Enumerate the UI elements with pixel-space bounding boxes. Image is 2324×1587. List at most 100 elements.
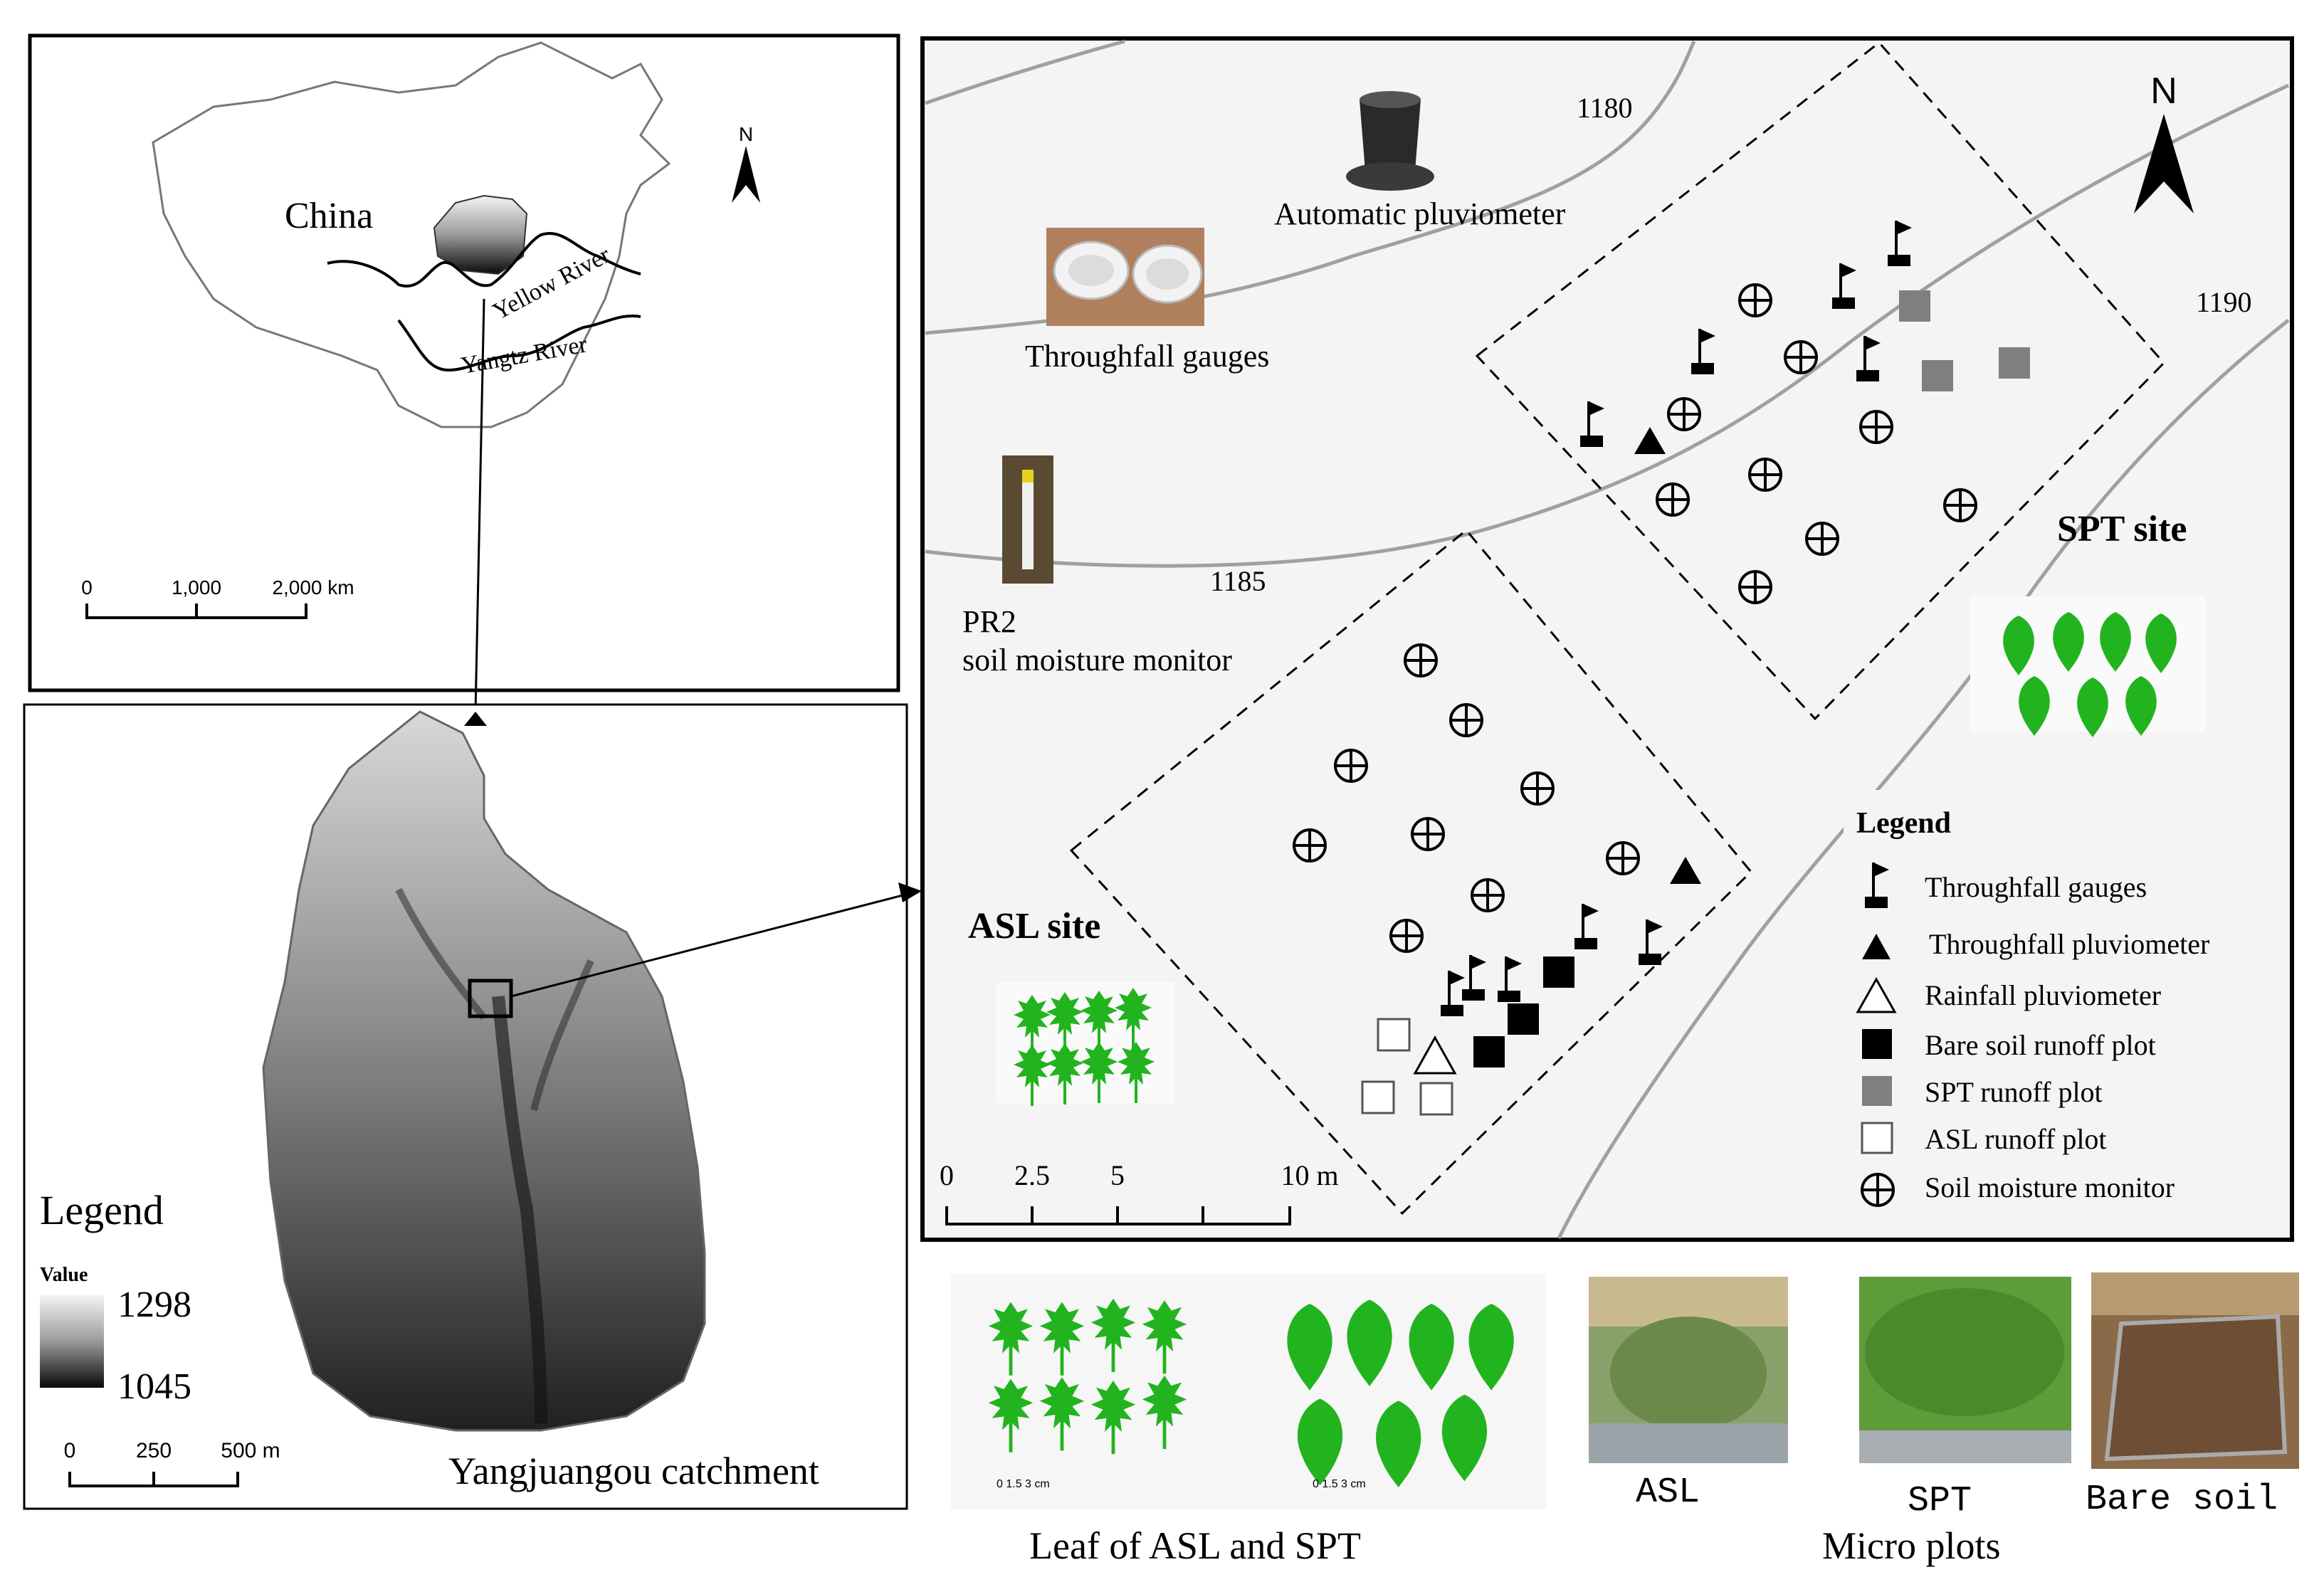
soil-moisture-monitor-icon: [1667, 397, 1701, 431]
svg-text:N: N: [2150, 70, 2177, 112]
value-high: 1298: [117, 1285, 191, 1325]
svg-text:0: 0: [940, 1159, 954, 1191]
site-legend: Legend Throughfall gauges Throughfall pl…: [1844, 790, 2285, 1231]
spt-plot-label: SPT: [1908, 1481, 1972, 1522]
soil-moisture-monitor-icon: [1943, 488, 1977, 522]
soil-moisture-monitor-icon: [1411, 817, 1445, 851]
contour-1180: 1180: [1577, 92, 1633, 124]
soil-moisture-monitor-icon: [1805, 522, 1839, 556]
svg-text:Bare soil runoff plot: Bare soil runoff plot: [1925, 1029, 2156, 1061]
soil-moisture-monitor-icon: [1404, 643, 1438, 677]
pr2-photo: [1002, 455, 1053, 584]
throughfall-gauges-photo: [1046, 228, 1204, 326]
svg-text:2,000 km: 2,000 km: [272, 576, 354, 599]
svg-text:Rainfall pluviometer: Rainfall pluviometer: [1925, 979, 2161, 1011]
soil-moisture-monitor-icon: [1738, 283, 1772, 317]
asl-runoff-plot-icon: [1361, 1080, 1395, 1114]
spt-runoff-plot-icon: [1999, 347, 2030, 379]
rainfall-pluviometer-icon: [1413, 1035, 1457, 1075]
leaf-caption: Leaf of ASL and SPT: [1029, 1524, 1361, 1567]
value-label: Value: [40, 1264, 88, 1286]
soil-moisture-monitor-icon: [1471, 878, 1505, 912]
contour-1190: 1190: [2196, 286, 2252, 318]
site-legend-title: Legend: [1856, 807, 1951, 840]
site-scale-bar: 0 2.5 5 10 m: [940, 1159, 1339, 1225]
asl-leaf-icons: [997, 982, 1174, 1106]
asl-runoff-plot-icon: [1419, 1082, 1453, 1116]
soil-moisture-monitor-icon: [1334, 749, 1368, 783]
value-low: 1045: [117, 1366, 191, 1407]
soil-moisture-monitor-icon: [1859, 410, 1893, 444]
north-arrow-icon: N: [732, 123, 760, 203]
china-map-panel: China Yellow River Yangtz River N 0 1,00…: [28, 33, 900, 712]
elevation-gradient-bar: [40, 1295, 104, 1388]
contour-1185: 1185: [1210, 565, 1266, 597]
svg-text:SPT runoff plot: SPT runoff plot: [1925, 1076, 2103, 1108]
micro-plots-caption: Micro plots: [1822, 1524, 2001, 1567]
soil-moisture-monitor-icon: [1293, 828, 1327, 863]
svg-text:250: 250: [136, 1439, 172, 1462]
svg-text:0: 0: [81, 576, 93, 599]
soil-moisture-monitor-icon: [1784, 340, 1818, 374]
study-area-box: [468, 979, 513, 1018]
spt-runoff-plot-icon: [1922, 360, 1953, 391]
spt-site-boundary: [1475, 41, 2166, 721]
throughfall-pluviometer-icon: [1670, 857, 1701, 884]
catchment-dem: [262, 710, 706, 1432]
soil-moisture-monitor-icon: [1748, 458, 1782, 492]
micro-plots-photos: ASL SPT Bare soil Micro plots: [1589, 1272, 2299, 1567]
catchment-legend-title: Legend: [40, 1187, 164, 1233]
soil-moisture-monitor-icon: [1656, 483, 1690, 517]
site-map-panel: 1180 1185 1190 N Automatic pluviometer T…: [920, 36, 2294, 1242]
svg-text:N: N: [739, 123, 753, 145]
black-square-icon: [1862, 1029, 1892, 1059]
soil-moisture-monitor-icon: [1606, 841, 1640, 875]
spt-leaf-icons: [1970, 596, 2205, 737]
bare-soil-runoff-plot-icon: [1473, 1036, 1505, 1067]
soil-moisture-monitor-icon: [1738, 570, 1772, 604]
pr2-label: PR2: [962, 604, 1016, 639]
asl-plot-photo: [1589, 1277, 1788, 1463]
site-north-arrow-icon: N: [2134, 70, 2194, 213]
svg-text:500 m: 500 m: [221, 1439, 280, 1462]
asl-plot-label: ASL: [1636, 1472, 1700, 1513]
soil-moisture-monitor-icon: [1449, 703, 1483, 737]
bare-soil-runoff-plot-icon: [1508, 1003, 1539, 1035]
catchment-scale-bar: 0 250 500 m: [64, 1439, 280, 1487]
asl-site-boundary: [1069, 528, 1753, 1216]
throughfall-pluviometer-icon: [1634, 427, 1666, 454]
svg-text:10 m: 10 m: [1281, 1159, 1338, 1191]
svg-text:1,000: 1,000: [172, 576, 221, 599]
circle-plus-icon: [1861, 1173, 1895, 1207]
catchment-caption: Yangjuangou catchment: [448, 1450, 819, 1492]
svg-text:Throughfall pluviometer: Throughfall pluviometer: [1929, 928, 2209, 960]
open-square-icon: [1861, 1122, 1893, 1154]
leaf-scale-1: 0 1.5 3 cm: [997, 1478, 1050, 1490]
svg-text:2.5: 2.5: [1014, 1159, 1050, 1191]
soil-moisture-monitor-icon: [1520, 771, 1555, 806]
filled-triangle-icon: [1862, 934, 1891, 959]
leaf-scale-2: 0 1.5 3 cm: [1313, 1478, 1366, 1490]
yellow-river-line: [327, 232, 641, 288]
bare-soil-plot-photo: [2091, 1272, 2299, 1469]
asl-site-label: ASL site: [968, 906, 1100, 947]
catchment-panel: Legend Value 1298 1045 0 250 500 m Yangj…: [23, 703, 922, 1510]
china-label: China: [285, 196, 373, 236]
open-triangle-icon: [1856, 976, 1897, 1013]
leaf-photo-panel: 0 1.5 3 cm 0 1.5 3 cm Leaf of ASL and SP…: [951, 1274, 1546, 1567]
pluviometer-label: Automatic pluviometer: [1274, 196, 1566, 231]
bare-soil-plot-label: Bare soil: [2086, 1480, 2278, 1520]
gray-square-icon: [1862, 1076, 1892, 1106]
yangtze-river-line: [397, 315, 641, 372]
svg-text:5: 5: [1110, 1159, 1125, 1191]
gauges-label: Throughfall gauges: [1025, 339, 1269, 374]
pr2-label-2: soil moisture monitor: [962, 643, 1232, 677]
china-outline: [152, 41, 671, 428]
asl-runoff-plot-icon: [1377, 1018, 1411, 1052]
soil-moisture-monitor-icon: [1389, 919, 1424, 953]
spt-runoff-plot-icon: [1899, 290, 1930, 322]
svg-text:Soil moisture monitor: Soil moisture monitor: [1925, 1171, 2175, 1203]
pluviometer-photo: [1346, 91, 1434, 191]
spt-plot-photo: [1859, 1277, 2071, 1463]
svg-text:0: 0: [64, 1439, 76, 1462]
